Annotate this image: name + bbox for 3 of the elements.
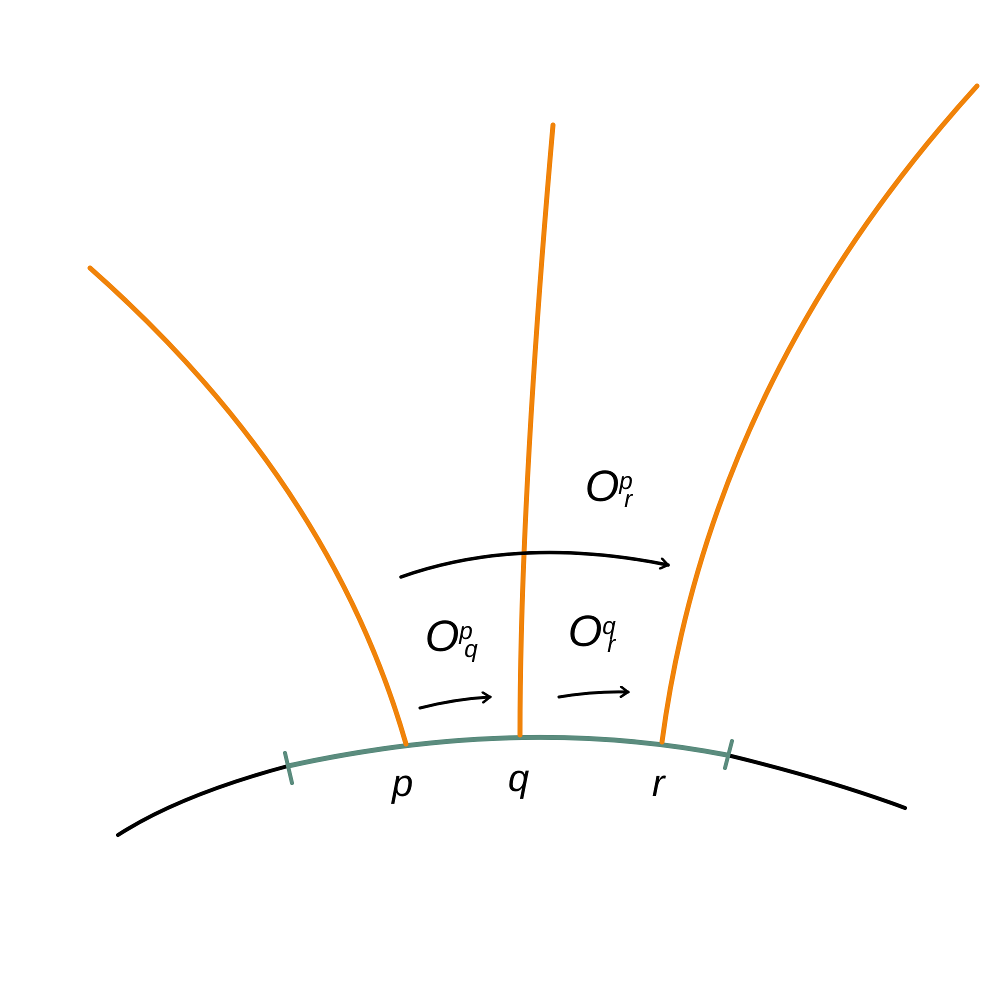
point-label: r (652, 765, 665, 803)
point-label: p (392, 765, 414, 803)
point-label: q (508, 760, 530, 798)
